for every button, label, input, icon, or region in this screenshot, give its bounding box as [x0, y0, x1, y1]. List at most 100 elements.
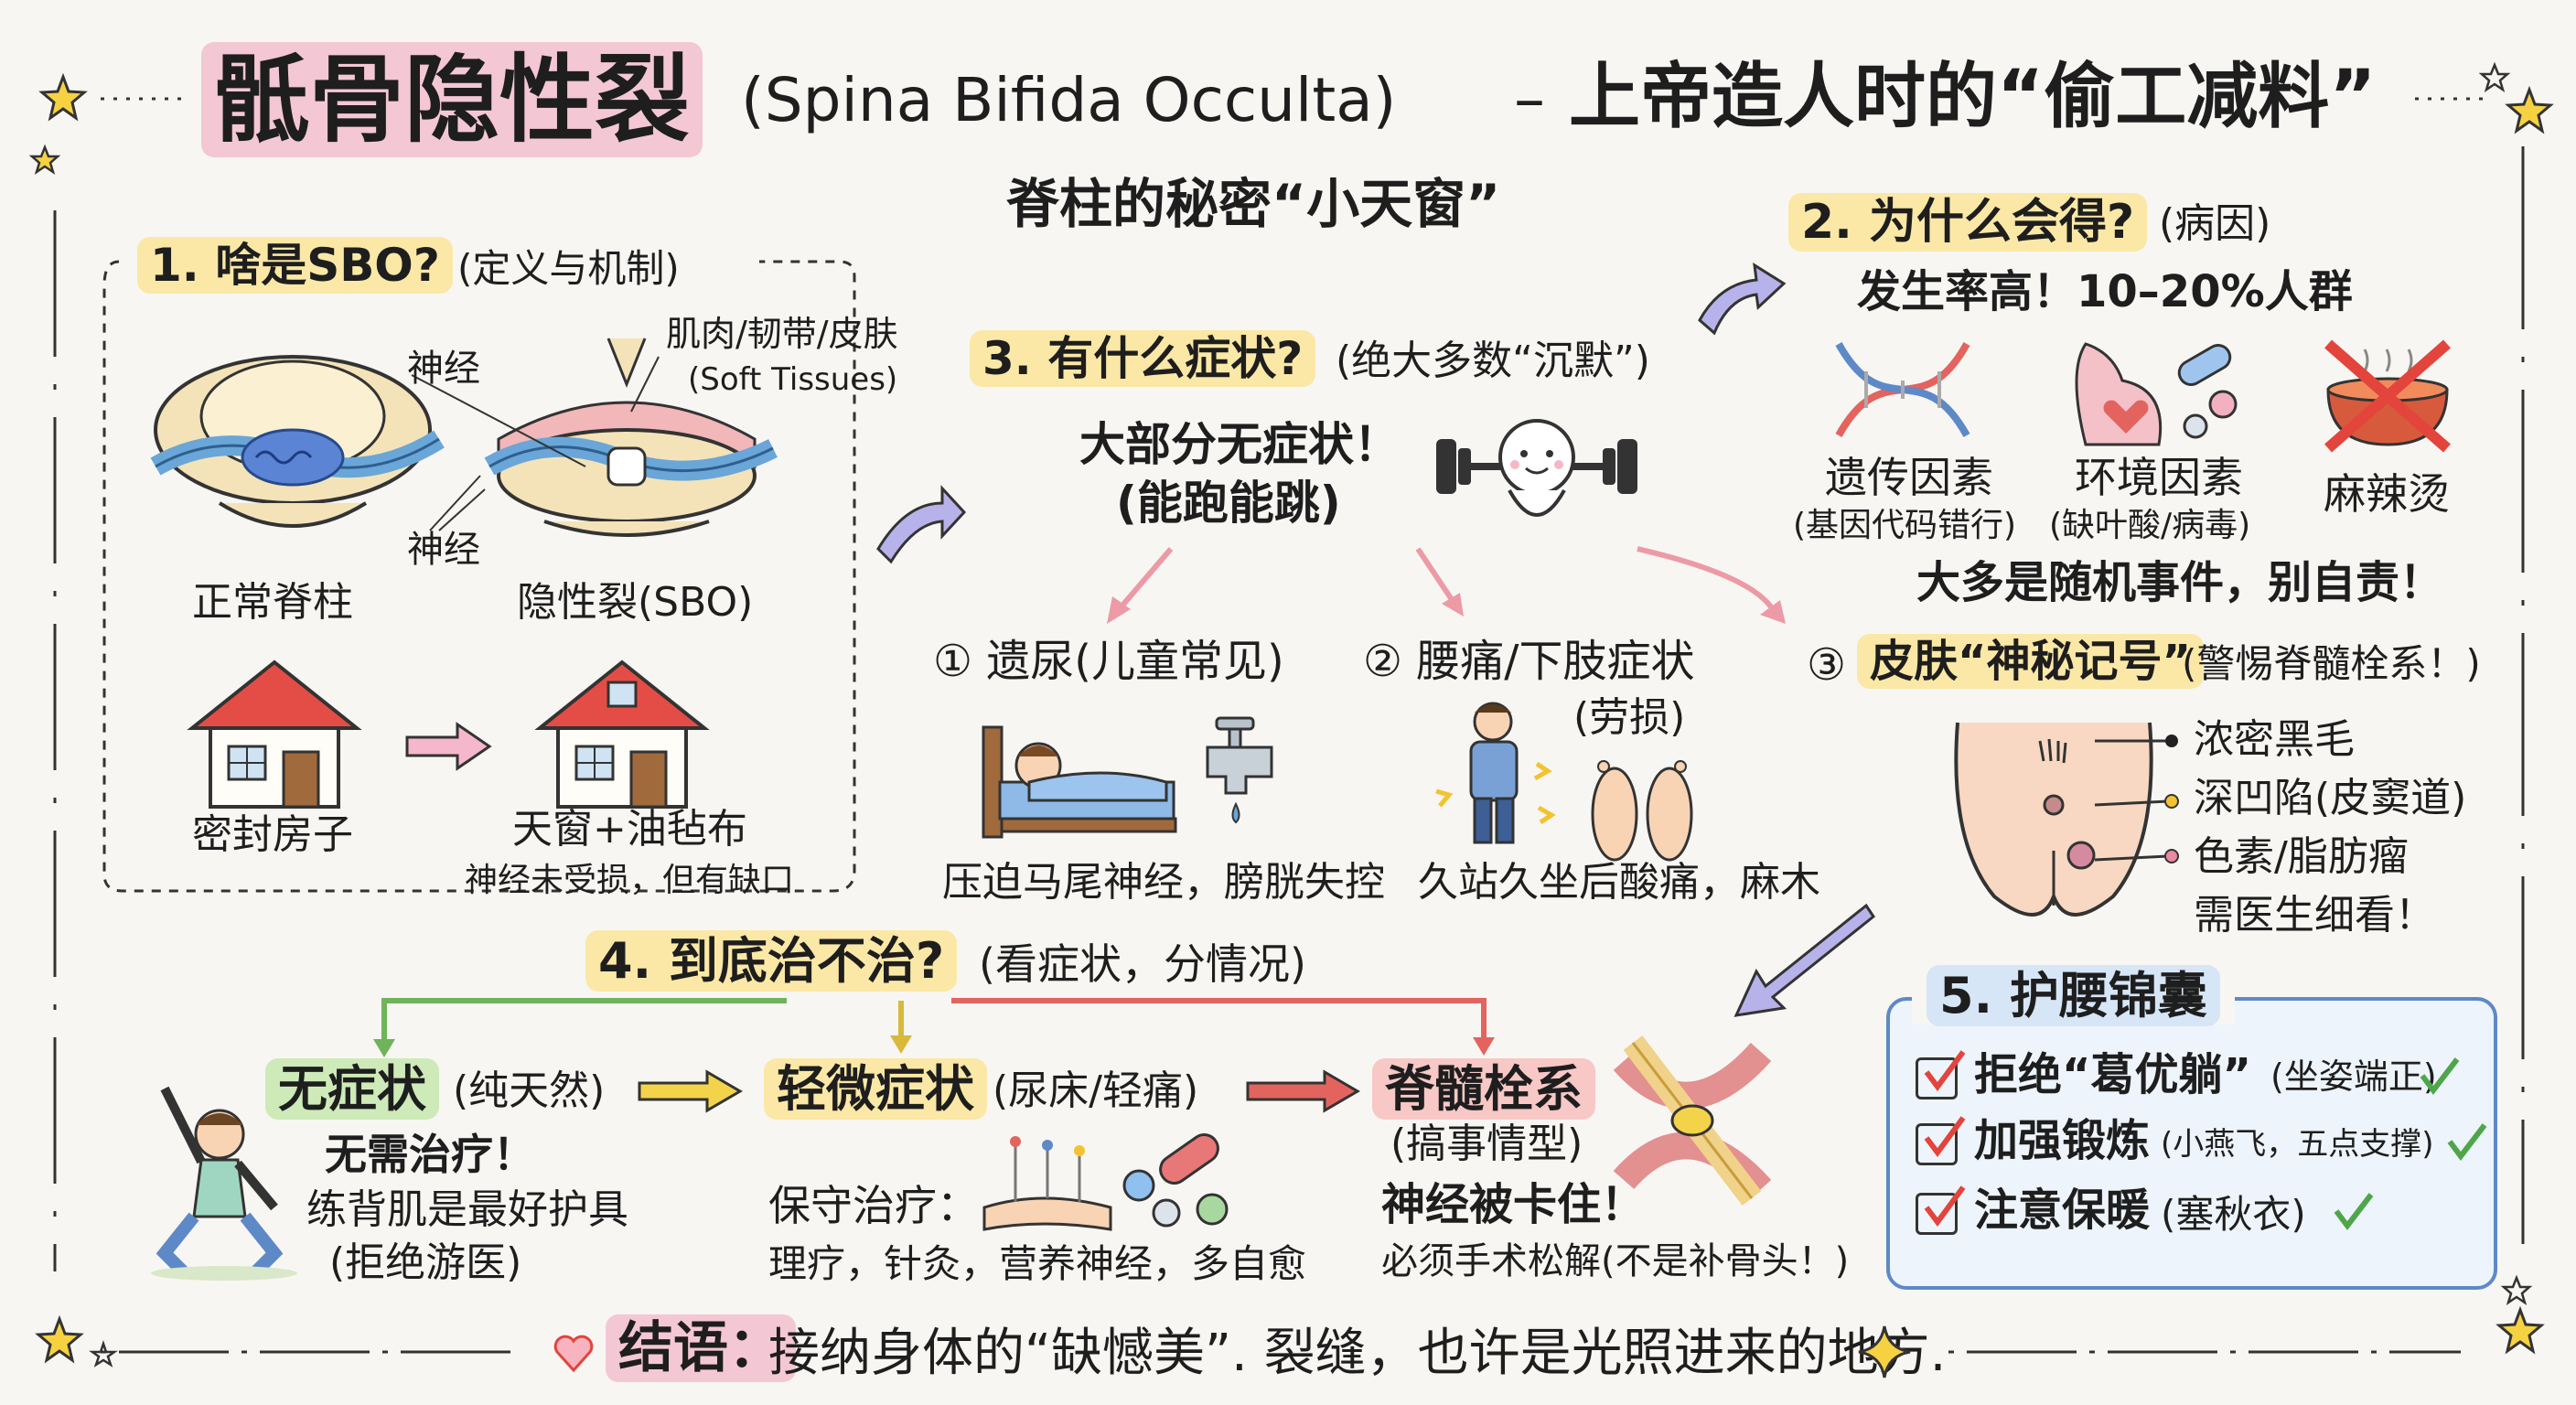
star-icon	[28, 144, 61, 175]
label-soft-tissues-en: (Soft Tissues)	[688, 361, 898, 398]
red-check-icon	[1924, 1185, 1966, 1228]
branch2-note: (尿床/轻痛)	[993, 1067, 1199, 1114]
tip-note: (塞秋衣)	[2161, 1192, 2306, 1237]
cause-genetic-note: (基因代码错行)	[1793, 507, 2017, 544]
cause-hotpot-title: 麻辣烫	[2324, 469, 2450, 519]
symptom2-note: 久站久坐后酸痛，麻木	[1418, 859, 1820, 906]
branch3-line0: (搞事情型)	[1390, 1121, 1583, 1167]
section1-note: (定义与机制)	[457, 246, 680, 291]
cause-env-note: (缺叶酸/病毒)	[2049, 507, 2251, 544]
branch3-line1: 神经被卡住！	[1381, 1179, 1646, 1230]
caption-sealed-house: 密封房子	[192, 811, 353, 858]
arrow-red-icon	[1246, 1069, 1360, 1113]
symptom3-note: (警惕脊髓栓系！)	[2182, 641, 2481, 686]
tip-note: (小燕飞，五点支撑)	[2161, 1126, 2434, 1163]
tip-main: 加强锻炼	[1974, 1115, 2151, 1166]
green-check-icon	[2420, 1057, 2460, 1095]
stretching-kid-icon	[151, 1086, 297, 1281]
cause-conclusion: 大多是随机事件，别自责！	[1916, 557, 2444, 608]
section1-dashed-box	[102, 260, 856, 893]
green-check-icon	[2334, 1193, 2374, 1230]
dumbbell-mascot-icon	[1436, 419, 1637, 517]
branch1-title: 无症状	[265, 1058, 439, 1120]
symptom3-title: 皮肤“神秘记号”	[1857, 634, 2205, 689]
lower-back-illustration	[1954, 722, 2153, 917]
branch3-line2: 必须手术松解(不是补骨头！)	[1381, 1240, 1850, 1282]
caption-normal-spine: 正常脊柱	[192, 579, 353, 626]
star-icon	[89, 1340, 118, 1367]
page-title: 骶骨隐性裂	[201, 42, 703, 157]
section3-title: 3. 有什么症状?	[970, 330, 1316, 387]
title-main: 骶骨隐性裂	[201, 42, 703, 157]
star-icon	[2478, 61, 2511, 92]
dna-icon	[1835, 342, 1970, 437]
branch2-title: 轻微症状	[764, 1058, 987, 1120]
house-skylight-icon	[534, 660, 710, 809]
star-icon	[2496, 1305, 2545, 1355]
skin-sign-advice: 需医生细看！	[2194, 892, 2435, 938]
spicy-hotpot-crossed-icon	[2324, 339, 2451, 453]
section4-note: (看症状，分情况)	[979, 939, 1306, 989]
title-dash: –	[1514, 63, 1545, 135]
checkbox-checked-icon	[1916, 1123, 1958, 1165]
arrow-yellow-icon	[638, 1069, 743, 1113]
cause-genetic-title: 遗传因素	[1825, 453, 1993, 502]
symptom3-prefix: ③	[1807, 639, 1847, 691]
cause-env-title: 环境因素	[2075, 453, 2243, 502]
symptom1-note: 压迫马尾神经，膀胱失控	[942, 859, 1385, 906]
pregnancy-pills-icon	[2075, 342, 2238, 446]
title-tagline: 上帝造人时的“偷工减料”	[1569, 56, 2377, 138]
caption-skylight: 天窗+油毡布	[512, 806, 747, 853]
branch1-line3: (拒绝游医)	[329, 1239, 522, 1286]
tip-note: (坐姿端正)	[2270, 1056, 2437, 1097]
skin-sign-lipoma: 色素/脂肪瘤	[2194, 833, 2409, 880]
sbo-vertebra-illustration	[484, 338, 778, 537]
green-check-icon	[2447, 1123, 2487, 1161]
star-icon	[2500, 1274, 2533, 1305]
branch1-line1: 无需治疗！	[325, 1130, 535, 1179]
footer-text: 接纳身体的“缺憾美”. 裂缝，也许是光照进来的地方.	[768, 1324, 1947, 1383]
house-sealed-icon	[187, 660, 362, 809]
section2-note: (病因)	[2159, 200, 2271, 247]
treatment-branch-lines	[373, 998, 1495, 1057]
label-soft-tissues: 肌肉/韧带/皮肤	[666, 314, 898, 354]
label-nerve-bottom: 神经	[407, 529, 480, 571]
checkbox-checked-icon	[1916, 1057, 1958, 1099]
faucet-drip-icon	[1206, 716, 1273, 824]
branch2-line2: 理疗，针灸，营养神经，多自愈	[768, 1241, 1307, 1286]
caption-skylight-note: 神经未受损，但有缺口	[465, 862, 795, 899]
footer-label: 结语：	[606, 1314, 796, 1382]
tethered-cord-icon	[1613, 1035, 1772, 1206]
symptom-main-line1: 大部分无症状！	[1079, 418, 1400, 471]
flow-arrow-to-section3	[876, 485, 967, 564]
section2-title: 2. 为什么会得?	[1788, 193, 2148, 252]
branch3-title: 脊髓栓系	[1372, 1058, 1595, 1120]
section1-title: 1. 啥是SBO?	[137, 237, 453, 294]
title-latin: (Spina Bifida Occulta)	[741, 65, 1397, 135]
branch1-note: (纯天然)	[453, 1067, 606, 1114]
star-icon	[2505, 85, 2554, 134]
pills-icon	[1122, 1133, 1229, 1228]
skin-sign-hair: 浓密黑毛	[2194, 716, 2355, 763]
symptom2-sub: (劳损)	[1573, 694, 1686, 741]
skin-sign-leaders	[2094, 735, 2179, 863]
bedwetting-child-icon	[982, 725, 1177, 839]
tip-main: 注意保暖	[1974, 1185, 2151, 1236]
caption-sbo-spine: 隐性裂(SBO)	[517, 579, 754, 626]
normal-vertebra-illustration	[150, 355, 445, 528]
label-nerve-top: 神经	[407, 348, 480, 390]
heart-icon	[553, 1335, 594, 1373]
symptom2-title: ② 腰痛/下肢症状	[1363, 636, 1695, 687]
branch2-line1: 保守治疗：	[768, 1181, 979, 1230]
page-subtitle: 脊柱的秘密“小天窗”	[1006, 173, 1501, 235]
flow-arrow-to-section4	[1733, 903, 1876, 1017]
star-icon	[35, 1314, 84, 1364]
feet-numbness-icon	[1591, 760, 1693, 862]
acupuncture-icon	[982, 1136, 1112, 1231]
red-check-icon	[1924, 1050, 1966, 1092]
arrow-right-icon	[405, 722, 492, 771]
red-check-icon	[1924, 1116, 1966, 1158]
section4-title: 4. 到底治不治?	[585, 930, 958, 992]
incidence-text: 发生率高！10–20%人群	[1857, 266, 2353, 317]
